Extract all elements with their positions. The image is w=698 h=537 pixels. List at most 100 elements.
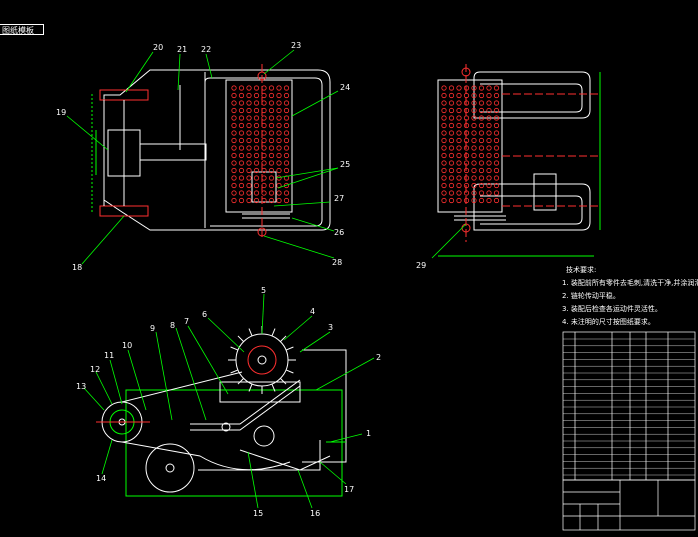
perforation-hole — [448, 167, 455, 174]
callout-labels: 1 2 3 4 5 6 7 8 9 10 11 12 13 14 15 16 1… — [56, 41, 426, 518]
perforation-hole — [246, 182, 252, 189]
perforation-hole — [463, 130, 470, 136]
perforation-hole — [448, 197, 455, 204]
perforation-hole — [276, 145, 282, 151]
perforation-hole — [276, 122, 282, 129]
perforation-hole — [268, 107, 275, 114]
perforation-hole — [238, 122, 245, 129]
perforation-hole — [441, 160, 447, 166]
perforation-hole — [456, 115, 462, 121]
perforation-hole — [493, 152, 500, 159]
perforation-hole — [448, 115, 455, 121]
perforation-hole — [493, 85, 500, 91]
perforation-hole — [238, 92, 245, 99]
perforation-hole — [486, 190, 492, 196]
perforation-hole — [231, 130, 237, 136]
perforation-hole — [268, 160, 275, 166]
perforation-hole — [441, 137, 447, 144]
perforation-hole — [478, 100, 485, 106]
perforation-hole — [456, 167, 462, 174]
perforation-hole — [283, 92, 290, 99]
perforation-hole — [276, 190, 282, 196]
perforation-hole — [238, 107, 245, 114]
perforation-hole — [471, 107, 477, 114]
perforation-hole — [478, 182, 485, 189]
perforation-hole — [253, 137, 260, 144]
perforation-hole — [231, 175, 237, 181]
sprocket-tooth — [280, 378, 287, 385]
perforation-hole — [231, 197, 237, 204]
perforation-hole — [238, 175, 245, 181]
perforation-hole — [493, 122, 500, 129]
sprocket-tooth — [271, 383, 276, 392]
perforation-hole — [238, 160, 245, 166]
perforation-hole — [471, 152, 477, 159]
perforation-hole — [493, 167, 500, 174]
perforation-hole — [486, 85, 492, 91]
perforation-hole — [463, 115, 470, 121]
perforation-hole — [486, 145, 492, 151]
perforation-hole — [471, 115, 477, 121]
perforation-hole — [441, 115, 447, 121]
perforation-hole — [276, 167, 282, 174]
perforation-hole — [253, 190, 260, 196]
perforation-hole — [471, 137, 477, 144]
perforation-hole — [268, 152, 275, 159]
perforation-hole — [238, 152, 245, 159]
perforation-hole — [448, 160, 455, 166]
perforation-hole — [261, 107, 267, 114]
perforation-hole — [268, 115, 275, 121]
sprocket-tooth — [285, 346, 294, 351]
perforation-hole — [456, 100, 462, 106]
perforation-hole — [486, 167, 492, 174]
perforation-hole — [486, 130, 492, 136]
callout-25: 25 — [340, 160, 350, 169]
perforation-hole — [246, 160, 252, 166]
perforation-hole — [231, 167, 237, 174]
callout-26: 26 — [334, 228, 344, 237]
callout-12: 12 — [90, 365, 100, 374]
perforation-hole — [268, 175, 275, 181]
perforation-hole — [261, 92, 267, 99]
perforation-hole — [231, 137, 237, 144]
perforation-hole — [283, 152, 290, 159]
callout-1: 1 — [366, 429, 371, 438]
perforation-hole — [478, 85, 485, 91]
callout-11: 11 — [104, 351, 114, 360]
perforation-hole — [246, 100, 252, 106]
perforation-hole — [238, 197, 245, 204]
perforation-hole — [493, 182, 500, 189]
perforation-hole — [441, 100, 447, 106]
perforation-hole — [268, 100, 275, 106]
perforation-hole — [463, 182, 470, 189]
sprocket-tooth — [280, 335, 287, 342]
perforation-hole — [238, 100, 245, 106]
perforation-hole — [276, 197, 282, 204]
perforation-hole — [268, 122, 275, 129]
parts-list — [562, 331, 696, 481]
perforation-hole — [231, 182, 237, 189]
perforation-hole — [448, 107, 455, 114]
sprocket-tooth — [248, 383, 253, 392]
perforation-hole — [456, 190, 462, 196]
perforation-hole — [261, 100, 267, 106]
note-1: 1. 装配前所有零件去毛刺,清洗干净,并涂润滑脂。 — [562, 278, 698, 287]
perforation-hole — [268, 130, 275, 136]
perforation-hole — [276, 152, 282, 159]
perforation-hole — [238, 167, 245, 174]
perforation-hole — [253, 92, 260, 99]
perforation-hole — [463, 145, 470, 151]
perforation-hole — [441, 182, 447, 189]
perforation-hole — [276, 92, 282, 99]
perforation-hole — [441, 107, 447, 114]
callout-10: 10 — [122, 341, 132, 350]
perforation-hole — [253, 160, 260, 166]
elevation-leaders — [83, 293, 375, 509]
drawing-tab[interactable]: 图纸模板 — [0, 24, 44, 35]
perforation-hole — [253, 115, 260, 121]
callout-28: 28 — [332, 258, 342, 267]
perforation-hole — [283, 122, 290, 129]
perforation-hole — [441, 152, 447, 159]
perforation-hole — [463, 190, 470, 196]
perforation-hole — [246, 190, 252, 196]
